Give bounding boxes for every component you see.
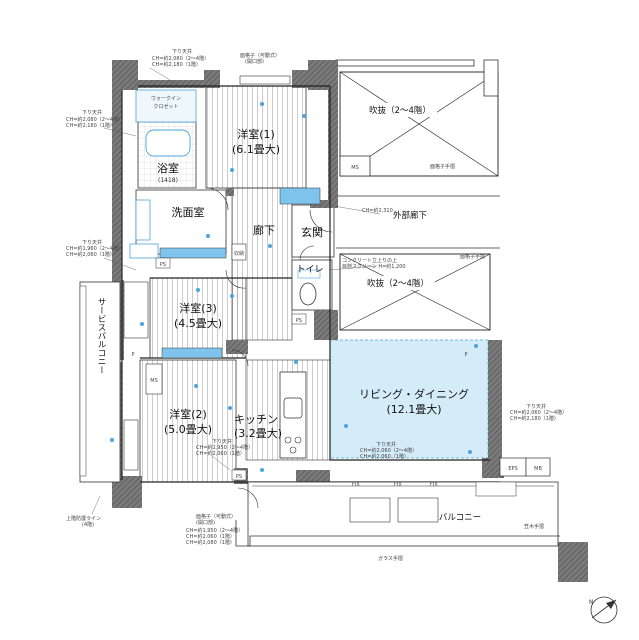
shoe-closet	[279, 187, 321, 205]
ps1-label: PS	[160, 262, 166, 268]
western2-name: 洋室(2)	[169, 407, 207, 421]
washer-space	[129, 243, 159, 259]
fix2: FIX	[394, 482, 402, 488]
washroom-area	[135, 189, 227, 255]
note-living-ch2: CH=約2,060（1階）	[360, 453, 409, 460]
living-size: (12.1畳大)	[386, 402, 441, 416]
compass-label: N	[589, 599, 594, 606]
living-name: リビング・ダイニング	[359, 387, 469, 401]
western3-size: (4.5畳大)	[174, 316, 222, 330]
lattice-bottom2: (開口部)	[196, 519, 215, 526]
screen-note: コンクリート立上りの上	[342, 257, 397, 264]
lattice-top2: (開口部)	[245, 58, 264, 65]
entrance-name: 玄関	[301, 225, 323, 239]
bath-name: 浴室	[157, 161, 179, 175]
ms-left-label: MS	[150, 378, 158, 384]
ms-left-box	[145, 363, 163, 395]
toilet-fixture	[299, 282, 317, 306]
fix3: FIX	[430, 482, 438, 488]
service-balcony-label: サービスバルコニー	[96, 298, 106, 375]
balcony-label: バルコニー	[439, 513, 481, 523]
note-bottom-ch2: CH=約2,060（1階）	[186, 533, 235, 540]
p2-label: P	[464, 352, 467, 358]
note-left-title: 下り天井	[82, 109, 102, 116]
sink	[283, 397, 303, 419]
toilet-name: トイレ	[296, 265, 323, 275]
note-living-ch1: CH=約2,060（2～4階）	[360, 447, 417, 454]
electrical-dots	[110, 102, 478, 472]
balcony-rail: 笠木手摺	[524, 523, 544, 530]
western1-size: (6.1畳大)	[232, 142, 280, 156]
note-right-ch2: CH=約2,180（1階）	[510, 415, 559, 422]
storage-label: 収納	[234, 250, 244, 257]
p1-label: P	[131, 352, 134, 358]
ms-top-label: MS	[351, 165, 359, 171]
note-right-title: 下り天井	[526, 403, 546, 410]
hall-name: 廊下	[253, 223, 275, 237]
western1-area	[205, 85, 307, 189]
rail-top: 面格子手摺	[430, 163, 455, 170]
note-kitchen-title: 下り天井	[212, 438, 232, 445]
screen-note2: 目隠スクリーン H=約1,200	[342, 263, 406, 270]
note-right-ch1: CH=約2,060（2～4階）	[510, 409, 567, 416]
doors	[205, 187, 333, 509]
glass-rail: ガラス手摺	[378, 555, 403, 562]
floor-level2: (4階)	[82, 521, 94, 528]
mb-label: MB	[534, 466, 542, 472]
eps-label: EPS	[508, 466, 517, 472]
closet-western2	[123, 419, 139, 471]
western3-name: 洋室(3)	[179, 301, 217, 315]
closet-label: クロゼット	[153, 103, 178, 110]
void-mid	[339, 253, 491, 331]
note-bottom-ch1: CH=約1,950（2～4階）	[186, 527, 243, 534]
ps3-label: PS	[236, 474, 242, 480]
note-mid-ch2: CH=約2,060（1階）	[66, 251, 115, 258]
mb-box	[525, 457, 551, 477]
note-kitchen-ch1: CH=約1,950（2～4階）	[196, 444, 253, 451]
closet-shelf-w3	[161, 347, 223, 359]
bath-size: (1418)	[158, 177, 178, 184]
washroom-name: 洗面室	[172, 205, 205, 219]
void-top-label: 吹抜（2～4階）	[369, 105, 431, 116]
lattice-bottom: 面格子（可動式）	[196, 513, 236, 520]
kitchen-name: キッチン	[234, 413, 278, 426]
balcony	[235, 481, 560, 547]
kitchen-size: (3.2畳大)	[234, 426, 282, 440]
storage-shelf	[159, 247, 227, 259]
note-living-title: 下り天井	[376, 441, 396, 448]
note-hall-ch: CH=約2,310	[362, 207, 393, 214]
walkin-closet	[135, 89, 197, 123]
compass-icon	[590, 596, 618, 624]
hall-area	[231, 187, 293, 341]
outer-corridor-label: 外部廊下	[393, 210, 428, 221]
vanity	[135, 199, 151, 241]
living-area	[330, 340, 488, 458]
walkin-label: ウォークイン	[151, 95, 181, 102]
note-top-title: 下り天井	[172, 48, 192, 55]
note-left-ch2: CH=約2,180（1階）	[66, 122, 115, 129]
bathtub	[145, 129, 191, 157]
ps2-label: PS	[296, 318, 302, 324]
closet-western3	[123, 281, 149, 339]
rail-mid: 面格子手摺	[460, 253, 485, 260]
entrance-area	[291, 204, 335, 258]
service-balcony	[79, 281, 121, 483]
storage-box	[231, 243, 247, 261]
western1-name: 洋室(1)	[237, 127, 275, 141]
note-top-ch1: CH=約2,080（2～4階）	[152, 55, 209, 62]
note-top-ch2: CH=約2,180（1階）	[152, 61, 201, 68]
lattice-top: 面格子（可動式）	[240, 52, 280, 59]
floor-level: 上階防護ライン	[66, 515, 101, 522]
note-mid-ch1: CH=約1,960（2～4階）	[66, 245, 123, 252]
void-mid-label: 吹抜（2～4階）	[367, 278, 429, 289]
note-kitchen-ch2: CH=約2,060（1階）	[196, 450, 245, 457]
ms-top-box	[339, 155, 371, 177]
note-mid-title: 下り天井	[82, 239, 102, 246]
leader-lines	[91, 67, 501, 515]
fix1: FIX	[352, 482, 360, 488]
note-bottom-ch3: CH=約2,080（1階）	[186, 539, 235, 546]
western2-size: (5.0畳大)	[164, 422, 212, 436]
note-left-ch1: CH=約2,080（2～4階）	[66, 116, 123, 123]
